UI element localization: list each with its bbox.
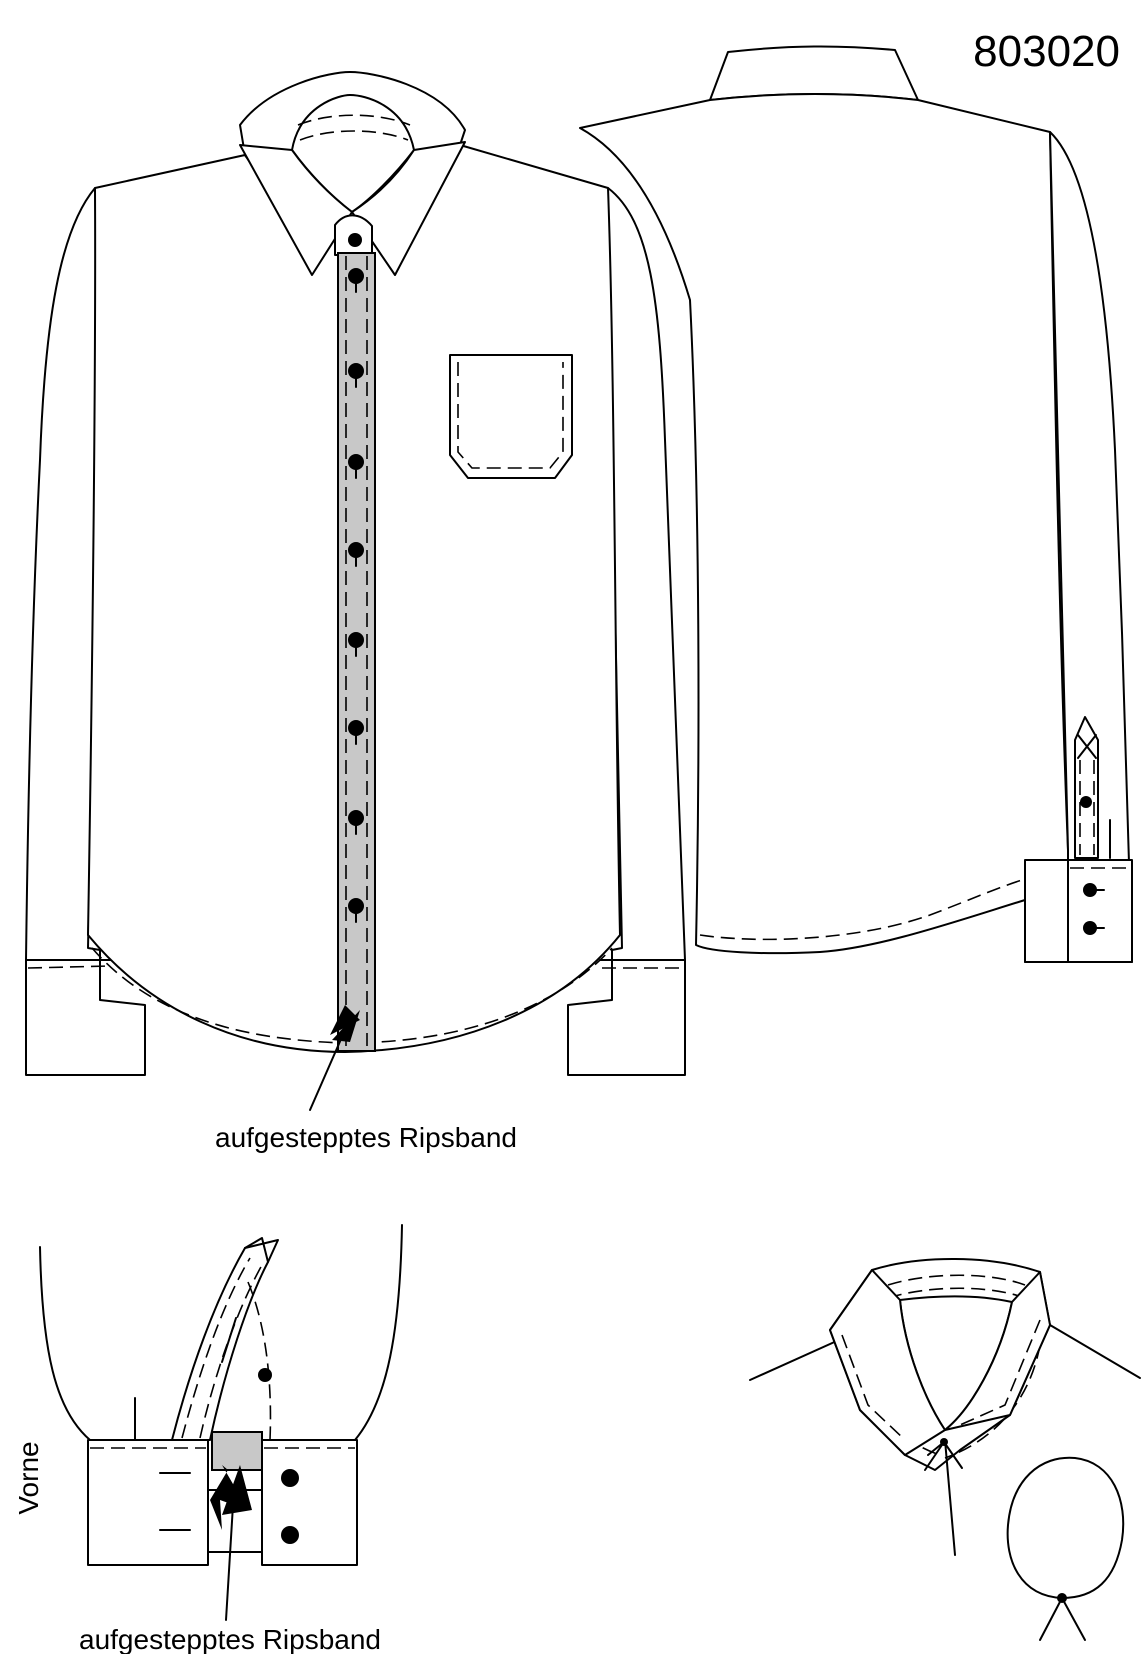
back-placket-button [1080,796,1092,808]
front-placket-buttons [348,268,364,923]
pattern-number: 803020 [973,27,1120,76]
collar-detail-view [749,1258,1141,1641]
back-sleeve [1049,131,1133,963]
detail-cuff-front [87,1439,209,1566]
detail-cuff-button-1 [281,1469,299,1487]
back-collar [709,45,919,101]
detail-side-label: Vorne [13,1441,44,1514]
detail-placket-button [258,1368,272,1382]
collar-detail-string-loop [1006,1456,1125,1599]
cuff-detail-view: Vorne aufgestepptes Ripsband [13,1224,403,1654]
detail-sleeve-placket [171,1237,269,1441]
detail-cuff-ribbon [211,1431,263,1471]
detail-ribbon-callout: aufgestepptes Ripsband [79,1624,381,1654]
shirt-back-view [579,45,1133,963]
front-collar-left [239,144,353,276]
shirt-front-view: aufgestepptes Ripsband [25,71,686,1153]
front-collar-right [351,141,466,276]
front-collar-button [348,233,362,247]
detail-cuff-back [261,1439,358,1566]
front-chest-pocket [449,354,573,479]
back-cuff [1067,859,1133,963]
front-ribbon-callout: aufgestepptes Ripsband [215,1122,517,1153]
detail-cuff-button-2 [281,1526,299,1544]
